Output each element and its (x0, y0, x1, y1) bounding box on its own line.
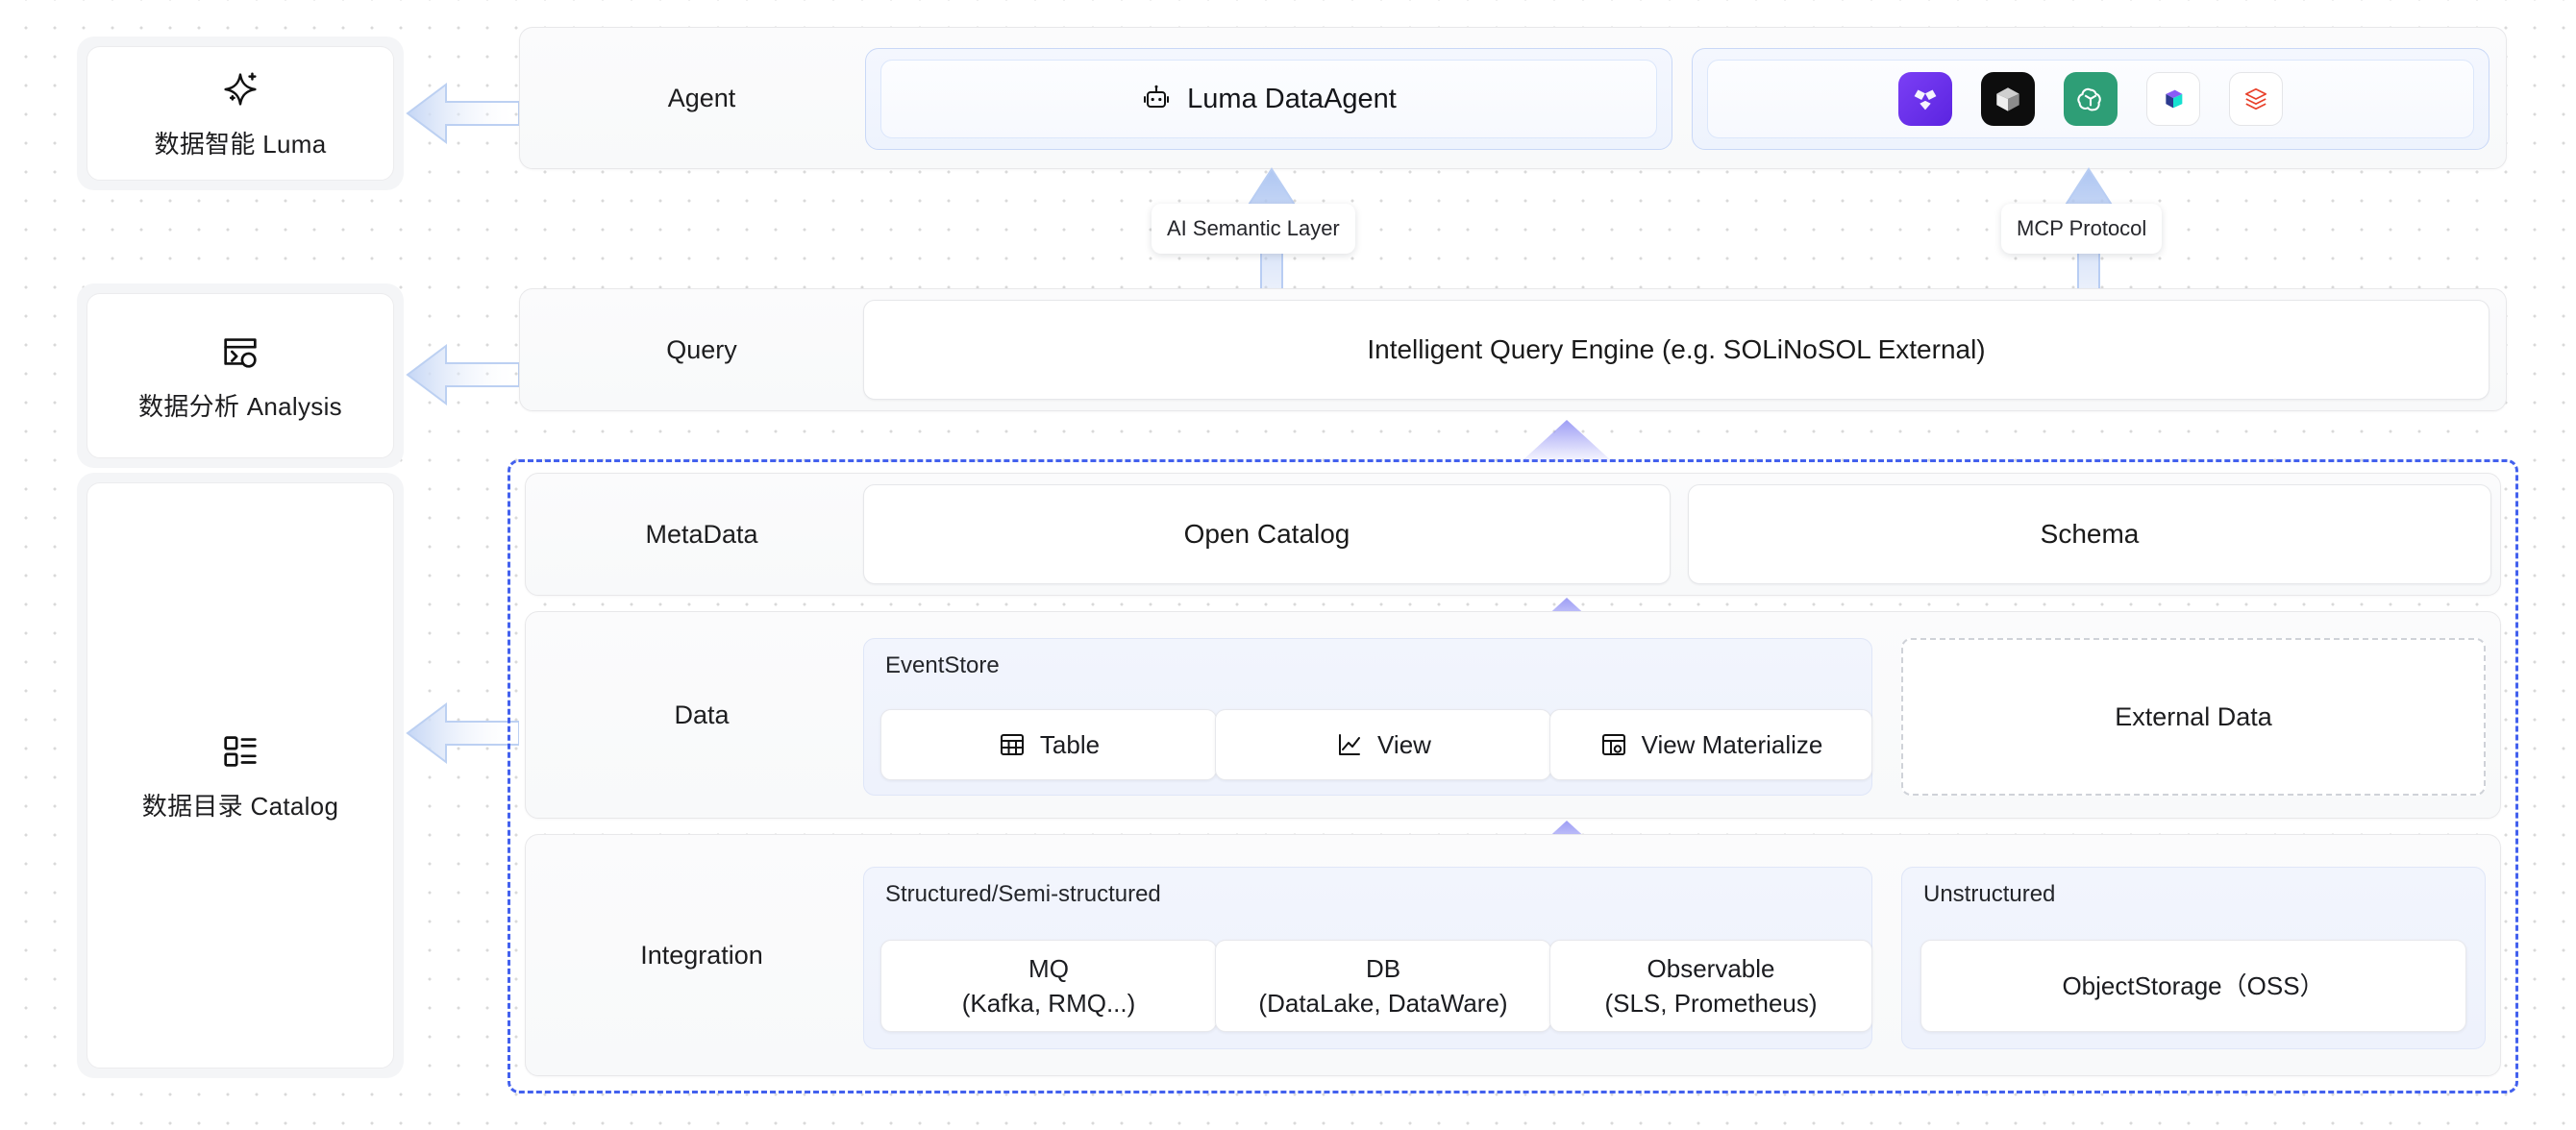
metadata-card-label: Schema (2040, 519, 2140, 549)
luma-dataagent-card[interactable]: Luma DataAgent (880, 60, 1657, 138)
dify-logo[interactable] (1898, 72, 1952, 126)
integration-item-line1: Observable (1647, 953, 1775, 983)
eventstore-item-table[interactable]: Table (880, 709, 1217, 780)
coze-logo[interactable] (2146, 72, 2200, 126)
row-label-agent: Agent (667, 83, 736, 112)
unstructured-title: Unstructured (1923, 881, 2056, 907)
eventstore-item-label: View Materialize (1641, 729, 1823, 759)
eventstore-item-label: Table (1039, 729, 1101, 759)
integration-item-label: ObjectStorage（OSS） (2062, 970, 2325, 1000)
sidebar-item-label: 数据目录 Catalog (141, 791, 339, 821)
integration-item-db[interactable]: DB (DataLake, DataWare) (1215, 940, 1551, 1032)
arrow-left-agent (404, 82, 520, 150)
table-icon (998, 730, 1027, 759)
integration-item-line2: (DataLake, DataWare) (1258, 989, 1508, 1018)
external-data-card[interactable]: External Data (1901, 638, 2486, 796)
integration-item-line1: DB (1365, 953, 1401, 983)
connector-label-mcp: MCP Protocol (2001, 204, 2163, 254)
row-label-query: Query (666, 334, 737, 364)
chart-view-icon (1335, 730, 1364, 759)
arrow-up-metadata-query (1517, 418, 1617, 469)
integration-item-line1: MQ (1028, 953, 1069, 983)
agent-integrations-inner (1707, 60, 2474, 138)
arrow-left-catalog (404, 701, 520, 770)
integration-item-object-storage[interactable]: ObjectStorage（OSS） (1920, 940, 2466, 1032)
sidebar-item-label: 数据分析 Analysis (138, 391, 342, 421)
view-materialize-icon (1599, 730, 1628, 759)
cursor-logo[interactable] (1981, 72, 2035, 126)
eventstore-title: EventStore (885, 652, 1000, 678)
integration-item-observable[interactable]: Observable (SLS, Prometheus) (1549, 940, 1872, 1032)
integration-item-mq[interactable]: MQ (Kafka, RMQ...) (880, 940, 1217, 1032)
row-label-metadata: MetaData (645, 519, 758, 549)
list-grid-icon (218, 729, 262, 774)
robot-icon (1141, 84, 1172, 114)
connector-label-semantic: AI Semantic Layer (1152, 204, 1355, 254)
metadata-card-schema[interactable]: Schema (1688, 484, 2491, 584)
query-engine-label: Intelligent Query Engine (e.g. SOLiNoSOL… (1367, 334, 1986, 364)
eventstore-item-label: View (1377, 729, 1431, 759)
sidebar-item-luma[interactable]: 数据智能 Luma (77, 37, 404, 190)
sidebar-item-label: 数据智能 Luma (154, 129, 327, 159)
structured-title: Structured/Semi-structured (885, 881, 1161, 907)
terminal-search-icon (218, 330, 262, 374)
row-label-data: Data (674, 700, 730, 729)
query-engine-card[interactable]: Intelligent Query Engine (e.g. SOLiNoSOL… (863, 300, 2489, 400)
external-data-label: External Data (2115, 701, 2272, 731)
sparkle-icon (218, 67, 262, 111)
sidebar-item-catalog[interactable]: 数据目录 Catalog (77, 473, 404, 1078)
metadata-card-open-catalog[interactable]: Open Catalog (863, 484, 1671, 584)
row-label-integration: Integration (640, 940, 763, 970)
integration-item-line2: (SLS, Prometheus) (1604, 989, 1818, 1018)
eventstore-item-view-materialize[interactable]: View Materialize (1549, 709, 1872, 780)
arrow-left-analysis (404, 343, 520, 411)
openai-logo[interactable] (2064, 72, 2118, 126)
metadata-card-label: Open Catalog (1183, 519, 1350, 549)
sidebar-item-analysis[interactable]: 数据分析 Analysis (77, 283, 404, 468)
luma-dataagent-label: Luma DataAgent (1187, 83, 1397, 114)
eventstore-item-view[interactable]: View (1215, 709, 1551, 780)
integration-item-line2: (Kafka, RMQ...) (961, 989, 1136, 1018)
databricks-logo[interactable] (2229, 72, 2283, 126)
agent-logo-row (1898, 72, 2283, 126)
